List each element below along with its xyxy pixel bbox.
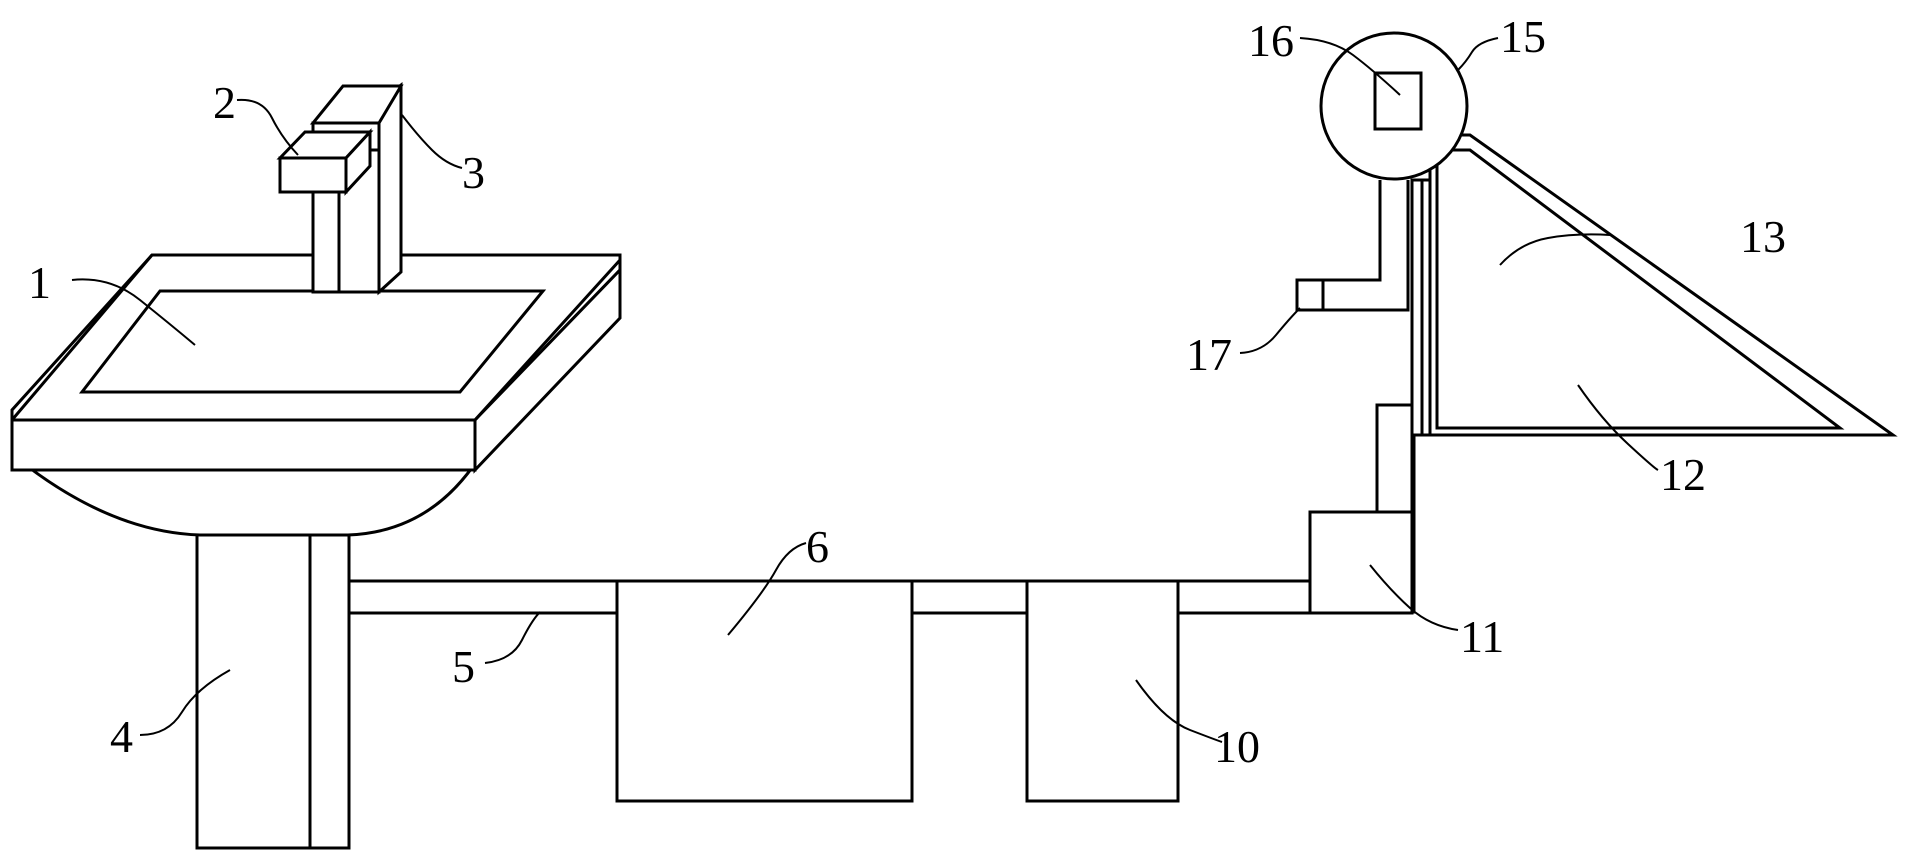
label-4: 4 (110, 711, 133, 762)
tank-10 (1025, 579, 1180, 803)
label-15: 15 (1500, 11, 1546, 62)
label-6: 6 (806, 521, 829, 572)
label-3: 3 (462, 147, 485, 198)
label-17: 17 (1186, 329, 1232, 380)
solar-frame-13 (1428, 133, 1898, 437)
pump-box-11 (1308, 510, 1414, 615)
controller-15 (1319, 31, 1469, 181)
riser-pipe (1375, 178, 1434, 614)
label-16: 16 (1248, 15, 1294, 66)
tank-6 (615, 579, 914, 803)
number-labels: 1 2 3 4 5 6 10 11 12 13 15 16 17 (28, 11, 1786, 772)
label-10: 10 (1214, 721, 1260, 772)
basin (10, 253, 622, 537)
label-2: 2 (213, 77, 236, 128)
label-12: 12 (1660, 449, 1706, 500)
label-1: 1 (28, 257, 51, 308)
leader-lines (71, 37, 1659, 743)
label-5: 5 (452, 641, 475, 692)
label-11: 11 (1460, 611, 1504, 662)
label-13: 13 (1740, 211, 1786, 262)
outlet-17 (1295, 180, 1410, 312)
sensor-block (276, 128, 374, 294)
controller-box-16 (1373, 71, 1423, 131)
pedestal-column (195, 518, 351, 850)
